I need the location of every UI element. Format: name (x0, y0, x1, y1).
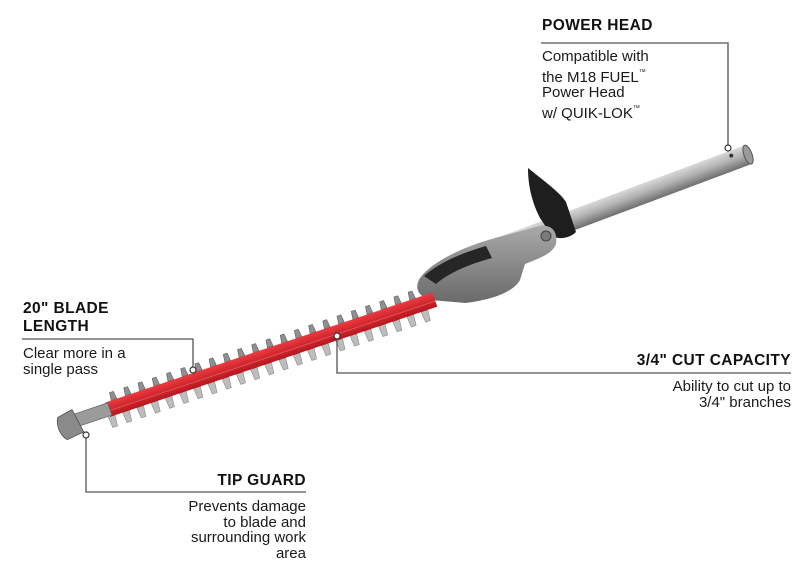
cut-capacity-description: Ability to cut up to 3/4" branches (672, 378, 791, 411)
gearbox-housing (417, 225, 557, 303)
leader-dots (82, 144, 732, 439)
leader-lines (22, 42, 791, 493)
tip-guard-leader (85, 436, 306, 493)
power-head-title: POWER HEAD (542, 17, 653, 34)
blade-length-leader (22, 338, 194, 368)
cut-capacity-title: 3/4" CUT CAPACITY (636, 352, 791, 369)
hand-guard (528, 168, 576, 239)
blade-length-title: 20" BLADE LENGTH (23, 300, 109, 335)
blade-length-description: Clear more in a single pass (23, 345, 126, 378)
power-head-line-3: Power Head (542, 84, 625, 101)
blade-assembly (56, 290, 438, 441)
tip-guard-description: Prevents damage to blade and surrounding… (188, 498, 306, 562)
cut-capacity-leader (336, 338, 791, 374)
power-head-leader (541, 42, 729, 146)
tip-guard-title: TIP GUARD (217, 472, 306, 489)
trademark-symbol: ™ (632, 104, 640, 112)
trademark-symbol: ™ (638, 68, 646, 76)
power-head-line-2: the M18 FUEL™ (542, 68, 646, 86)
power-head-line-1: Compatible with (542, 48, 649, 65)
tip-guard-shape (56, 409, 85, 441)
power-head-description: Compatible with the M18 FUEL™ Power Head… (542, 49, 649, 121)
red-blade-spine (105, 292, 438, 417)
power-head-line-4: w/ QUIK-LOK™ (542, 104, 640, 122)
